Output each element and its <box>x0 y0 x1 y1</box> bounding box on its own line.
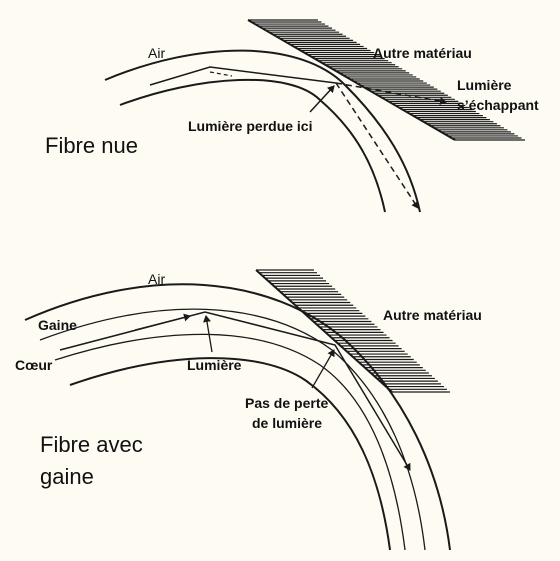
top-light-ray-reflect <box>209 71 233 77</box>
bottom-light-ray-arrow <box>134 313 191 331</box>
bottom-no-loss-pointer-arrow <box>311 349 335 389</box>
top-light-lost-arrow <box>335 82 419 209</box>
top-fiber-inner-wall <box>119 78 386 213</box>
top-escaping-label-1: Lumière <box>457 77 512 93</box>
bottom-material-label: Autre matériau <box>383 307 482 323</box>
bottom-cladding-outer <box>24 283 451 551</box>
top-material-edge <box>247 19 456 141</box>
bottom-no-loss-label-1: Pas de perte <box>245 395 328 411</box>
bare-fiber-diagram: Air Autre matériau Lumière s’échappant L… <box>45 19 539 213</box>
top-light-ray-in <box>149 66 337 86</box>
bottom-light-pointer-arrow <box>203 315 213 353</box>
bottom-light-path <box>59 311 411 471</box>
bottom-material-edge <box>255 269 393 393</box>
bottom-light-label: Lumière <box>187 357 242 373</box>
top-lost-pointer-arrow <box>309 85 335 113</box>
top-light-escaping-arrow <box>335 82 447 105</box>
bottom-cladding-label: Gaine <box>38 317 77 333</box>
bottom-air-label: Air <box>148 271 165 287</box>
bottom-no-loss-label-2: de lumière <box>252 415 322 431</box>
top-lost-label: Lumière perdue ici <box>188 118 312 134</box>
top-fiber-outer-wall <box>104 49 421 213</box>
bottom-core-lower <box>54 333 406 551</box>
bottom-core-upper <box>39 308 426 551</box>
bottom-title-line-2: gaine <box>40 464 94 489</box>
top-escaping-label-2: s’échappant <box>457 97 539 113</box>
top-title: Fibre nue <box>45 133 138 158</box>
bottom-core-label: Cœur <box>15 357 53 373</box>
top-air-label: Air <box>148 45 165 61</box>
top-material-label: Autre matériau <box>373 45 472 61</box>
bottom-cladding-inner <box>69 357 391 551</box>
bottom-title-line-1: Fibre avec <box>40 432 143 457</box>
clad-fiber-diagram: Air Autre matériau Gaine Cœur Lumière Pa… <box>15 269 482 551</box>
